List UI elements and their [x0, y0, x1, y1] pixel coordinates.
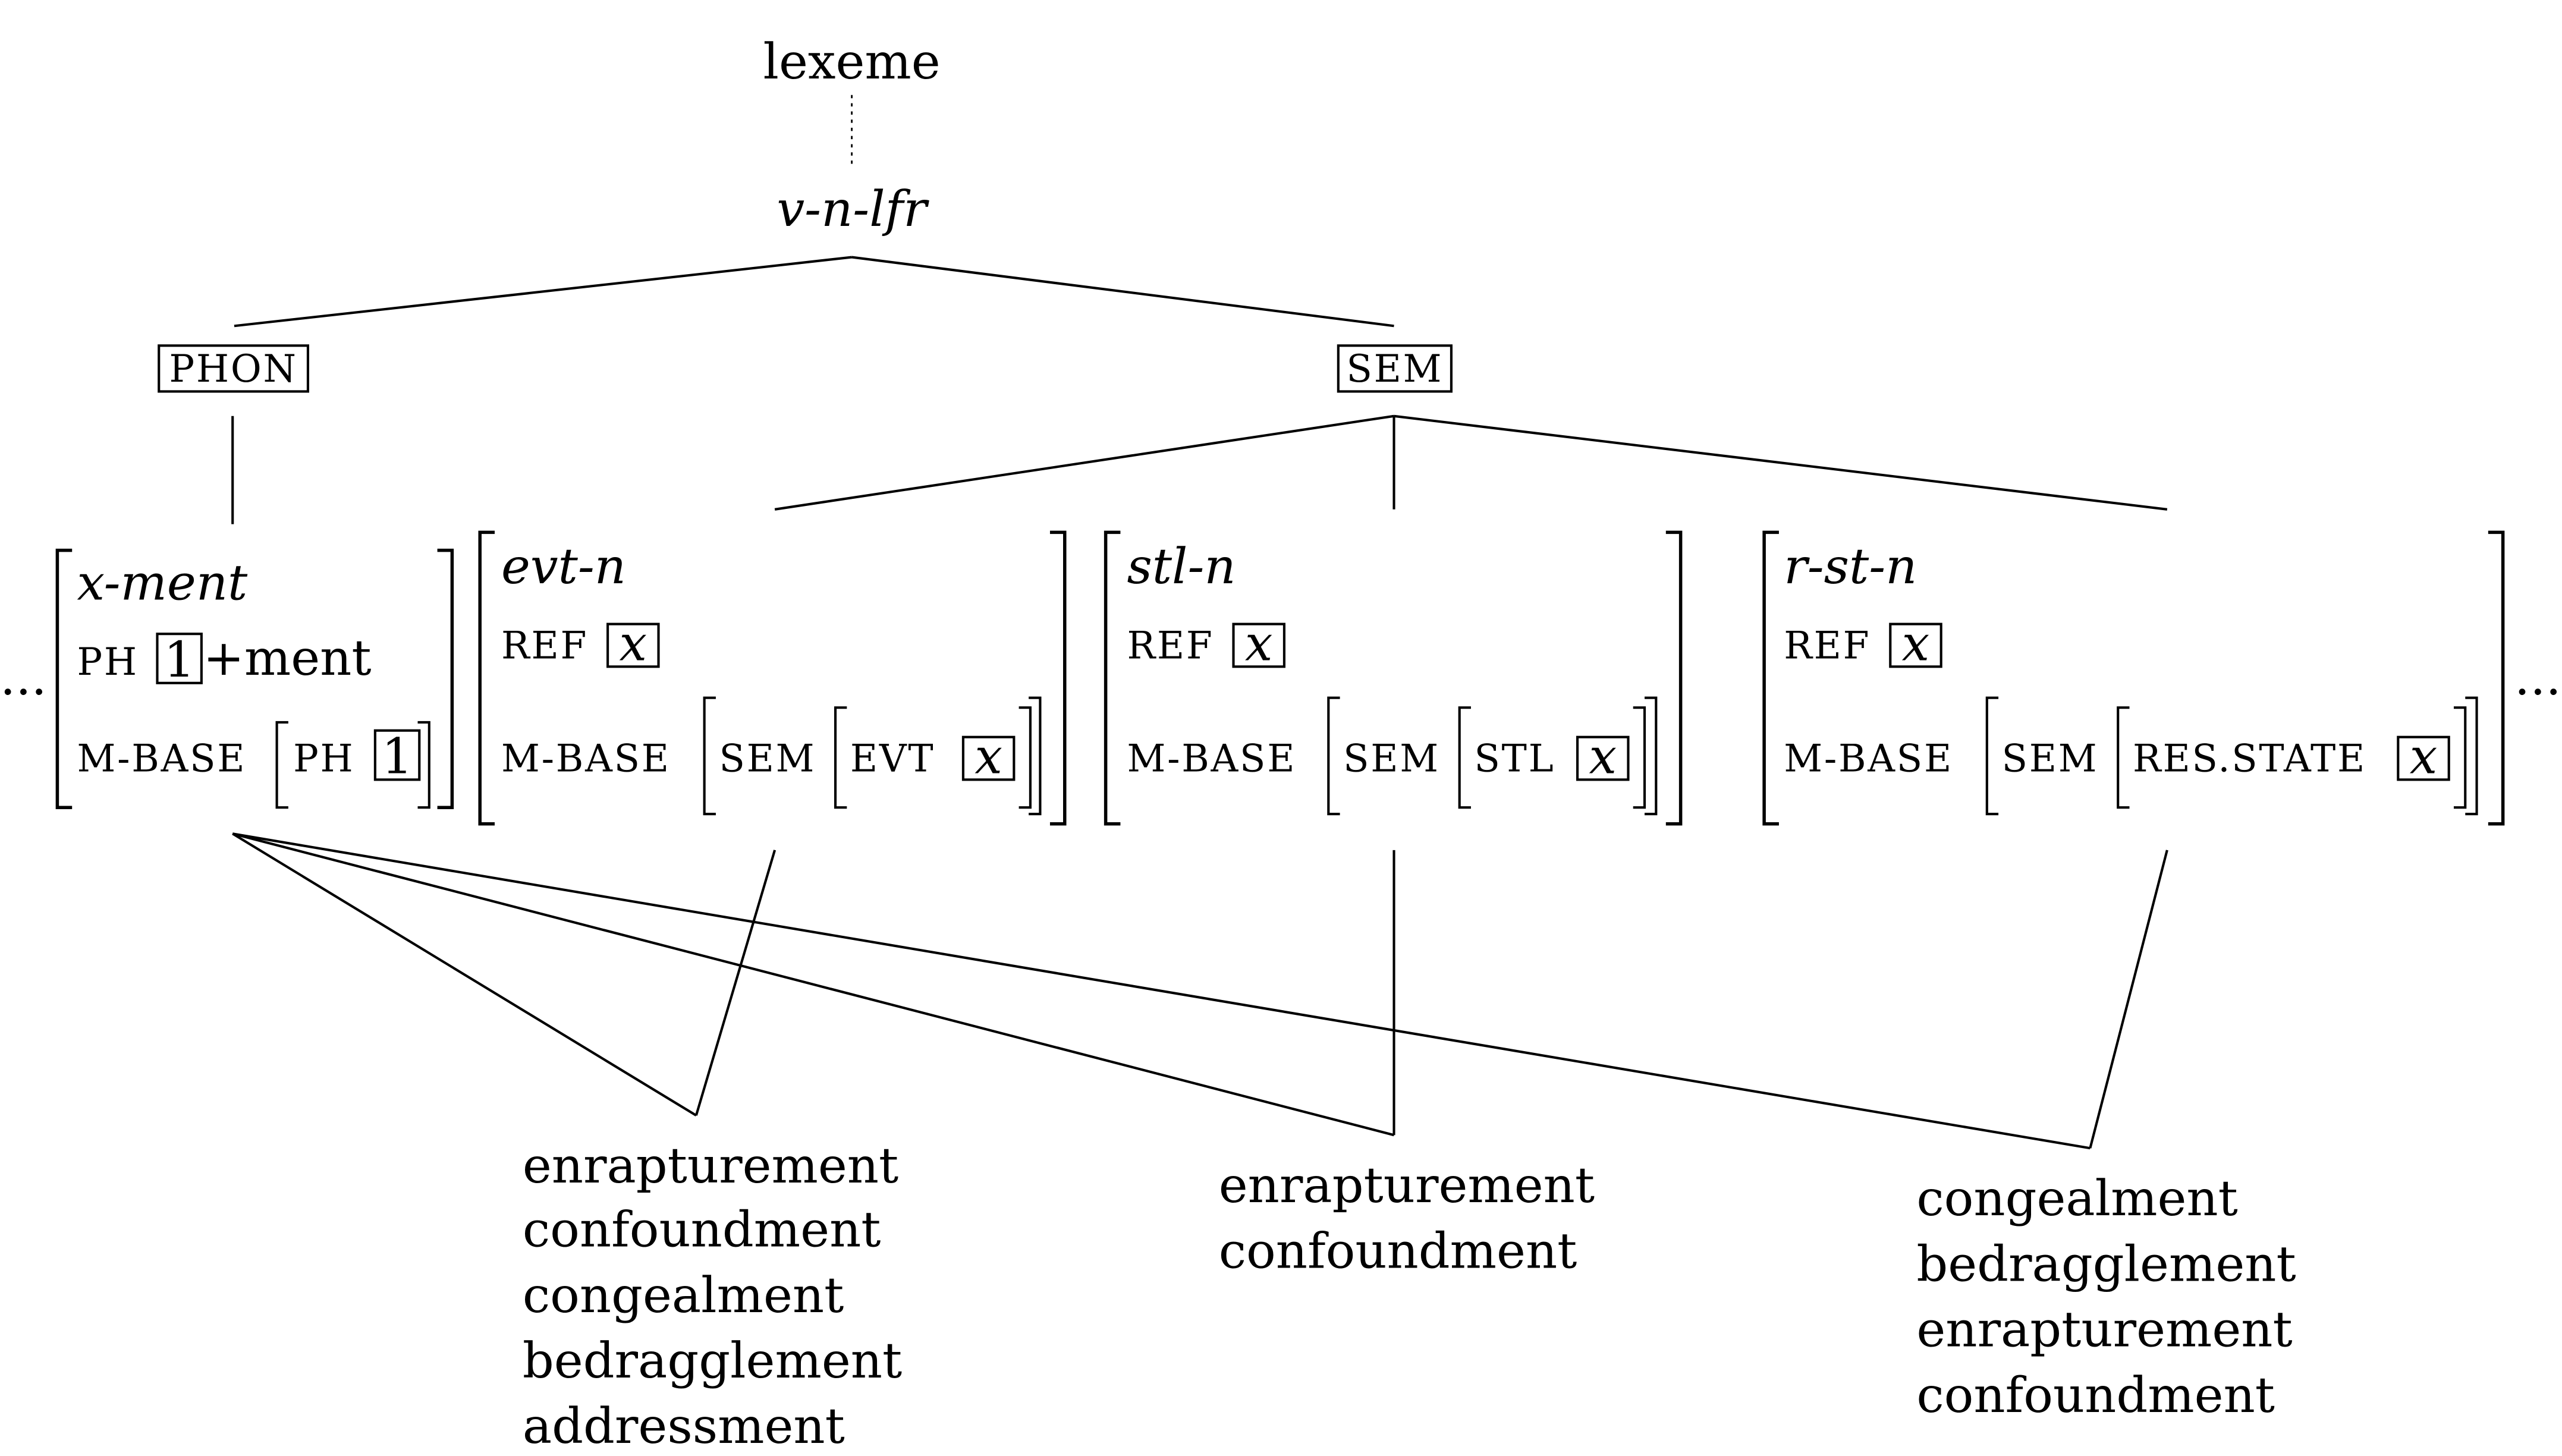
list-item: bedragglement [523, 1332, 902, 1389]
avm-stl-n: stl-n REF x M-BASE SEM STL x [1104, 530, 1683, 826]
stl-value: x [1589, 728, 1617, 785]
edge-sem-evt [774, 414, 1394, 511]
ref-value-box [606, 622, 660, 668]
list-item: addressment [523, 1398, 845, 1455]
list-item: confoundment [1916, 1367, 2275, 1424]
phon-node: PHON [158, 344, 310, 393]
left-ellipsis: ... [0, 649, 47, 706]
tag-label: 1 [164, 631, 195, 688]
inner-ph-label: PH [293, 737, 354, 781]
list-item: congealment [1916, 1170, 2237, 1227]
list-item: congealment [523, 1267, 844, 1324]
ref-value: x [1902, 615, 1930, 672]
root-node-label: lexeme [763, 33, 941, 90]
edge-to-phon [234, 256, 852, 328]
sem-feature-label: SEM [2002, 737, 2099, 781]
lower-edges [232, 832, 2168, 1150]
phon-label: PHON [169, 347, 297, 391]
m-base-feature-label: M-BASE [1784, 737, 1953, 781]
evt-feature-label: EVT [850, 737, 935, 781]
sem-feature-label: SEM [1343, 737, 1440, 781]
ref-value-box [1232, 622, 1285, 668]
avm-type-label: evt-n [501, 538, 626, 595]
ref-feature-label: REF [501, 624, 588, 668]
right-ellipsis: ... [2514, 649, 2561, 706]
word-list-middle: enrapturement confoundment [1219, 1157, 1595, 1279]
avm-type-label: r-st-n [1784, 538, 1917, 595]
avm-type-label: stl-n [1127, 538, 1236, 595]
ph-feature-label: PH [77, 640, 138, 684]
sem-node: SEM [1337, 344, 1453, 393]
edge-to-sem [851, 256, 1394, 328]
stl-value-box [1576, 735, 1630, 781]
inner-tag-label: 1 [382, 728, 413, 785]
list-item: enrapturement [1916, 1301, 2292, 1358]
stl-feature-label: STL [1475, 737, 1555, 781]
avm-x-ment: x-ment PH 1 +ment M-BASE PH 1 [55, 548, 454, 809]
type-node-label: v-n-lfr [777, 181, 929, 238]
list-item: confoundment [523, 1202, 881, 1259]
list-item: bedragglement [1916, 1235, 2296, 1293]
res-state-value: x [2410, 728, 2438, 785]
ref-feature-label: REF [1784, 624, 1871, 668]
ref-feature-label: REF [1127, 624, 1214, 668]
ref-value: x [620, 615, 647, 672]
ref-value: x [1245, 615, 1273, 672]
word-list-right: congealment bedragglement enrapturement … [1916, 1170, 2296, 1424]
suffix-label: +ment [203, 630, 372, 687]
sem-label: SEM [1346, 347, 1443, 391]
list-item: enrapturement [523, 1137, 898, 1194]
m-base-feature-label: M-BASE [1127, 737, 1296, 781]
avm-type-label: x-ment [77, 554, 248, 611]
evt-value-box [961, 735, 1016, 781]
list-item: enrapturement [1219, 1157, 1595, 1214]
sem-feature-label: SEM [719, 737, 816, 781]
avm-r-st-n: r-st-n REF x M-BASE SEM RES.STATE x [1762, 530, 2505, 826]
avm-evt-n: evt-n REF x M-BASE SEM EVT x [478, 530, 1067, 826]
m-base-feature-label: M-BASE [501, 737, 671, 781]
list-item: confoundment [1219, 1222, 1577, 1279]
res-state-feature-label: RES.STATE [2133, 737, 2366, 781]
word-list-left: enrapturement confoundment congealment b… [523, 1137, 902, 1455]
edge-sem-rst [1394, 414, 2168, 511]
inner-tag-box [373, 729, 421, 781]
res-state-value-box [2397, 735, 2450, 781]
m-base-feature-label: M-BASE [77, 737, 246, 781]
tag-box [156, 633, 203, 684]
ref-value-box [1889, 622, 1942, 668]
evt-value: x [974, 728, 1002, 785]
